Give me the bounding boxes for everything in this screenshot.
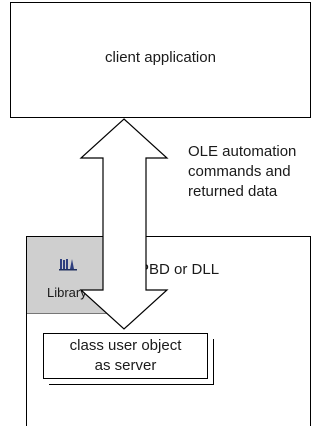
pbd-dll-label: PBD or DLL: [139, 261, 220, 278]
client-application-box: client application: [10, 2, 311, 118]
ole-automation-label: OLE automation commands and returned dat…: [188, 143, 297, 200]
library-label: Library: [47, 285, 87, 300]
class-user-object-box: class user object as server: [43, 333, 208, 379]
class-user-object-label: class user object as server: [69, 337, 182, 374]
library-tile: [27, 237, 128, 314]
client-application-label: client application: [105, 48, 216, 66]
library-icon: [59, 259, 77, 271]
